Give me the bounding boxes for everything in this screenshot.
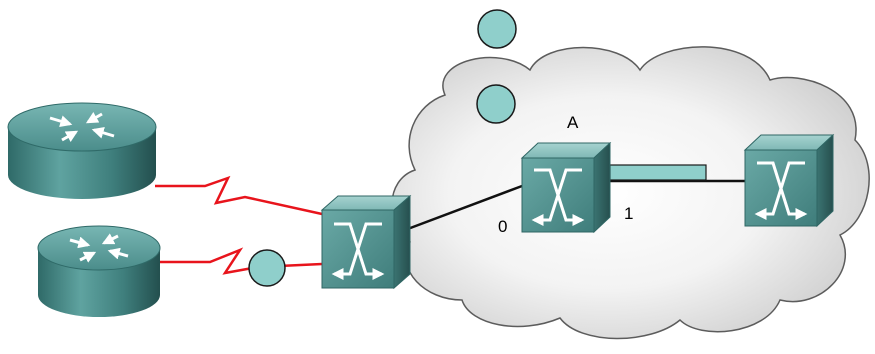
atm-switch-icon bbox=[743, 133, 835, 228]
serial-link-router-1 bbox=[155, 175, 323, 216]
port-0-label: 0 bbox=[498, 217, 507, 236]
port-1-label: 1 bbox=[624, 204, 633, 223]
cell-circle bbox=[248, 249, 286, 287]
switch-a-label: A bbox=[567, 113, 579, 132]
atm-switch-icon bbox=[520, 141, 612, 234]
trunk-edge-to-a bbox=[404, 184, 523, 232]
cells bbox=[248, 9, 707, 287]
cell-circle bbox=[477, 9, 517, 49]
atm-switch-icon bbox=[320, 194, 412, 290]
serial-link-router-2 bbox=[158, 247, 323, 275]
router-icon bbox=[37, 225, 161, 317]
cell-bar bbox=[609, 164, 707, 181]
router-icon bbox=[7, 102, 157, 199]
cell-circle bbox=[476, 84, 516, 124]
